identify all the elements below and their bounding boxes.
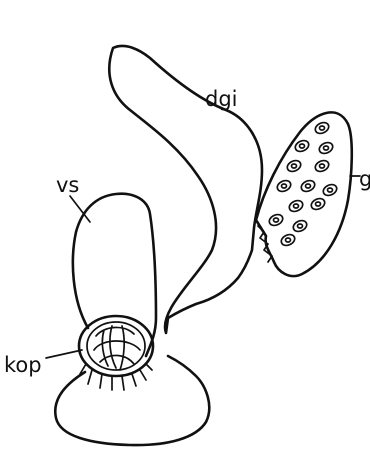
label-dgi: dgi [205,87,238,111]
gland-cell [310,197,327,212]
vs-vesicle-outline [73,194,156,356]
gland-cell [292,164,297,168]
gland-cell [280,233,297,248]
label-vs: vs [56,173,79,197]
gland-cell [328,188,333,192]
gland-cell [294,204,299,208]
gland-cell [306,184,311,188]
gland-cell [320,126,325,130]
gland-cell [322,183,339,198]
label-kop: kop [4,353,42,377]
kop-organ [79,316,153,390]
gland-cell [318,141,335,156]
gland-cell [320,164,325,168]
gland-cell [276,179,293,194]
gland-cell [282,184,287,188]
kop-leader-line [46,350,82,358]
gland-cell [288,199,305,214]
gland-cell [300,179,317,194]
gland-cell [286,159,303,174]
gland-cell [314,159,331,174]
gland-cell [316,202,321,206]
gland-cell [300,144,305,148]
gland-cell [314,121,331,136]
gland-cell [324,146,329,150]
base-outline [55,356,209,445]
gland-cell [292,219,309,234]
gland-cell [268,213,285,228]
gland-cells [268,121,339,248]
label-g: g [359,167,370,191]
gland-cell [294,139,311,154]
gland-cell [286,238,291,242]
kop-inner-folds [94,326,140,370]
gland-cell [274,218,279,222]
gland-cell [298,224,303,228]
dgi-organ-outline [109,46,262,333]
gland-outline [256,112,352,276]
